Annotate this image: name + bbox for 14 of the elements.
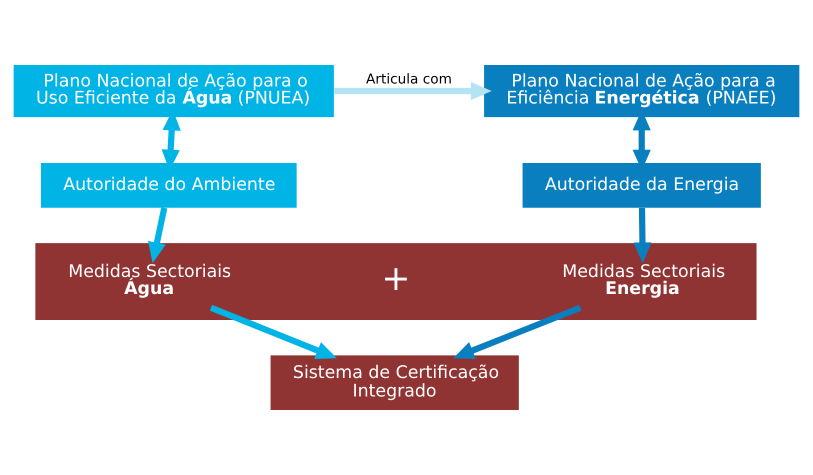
node-box: Autoridade do Ambiente [40,163,297,208]
node-text: Medidas Sectoriais Água [68,262,232,300]
arrow [453,304,582,360]
node-text: Medidas Sectoriais Energia [562,262,726,300]
node-box: Sistema de Certificação Integrado [270,355,519,410]
arrow [148,207,168,264]
arrow [210,304,337,359]
node-box: Plano Nacional de Ação para a Eficiência Energética (PNAEE) [484,64,800,118]
arrow [334,82,492,100]
node-box: Autoridade da Energia [522,163,761,208]
label: + [381,259,411,300]
node-box: Plano Nacional de Ação para o Uso Eficiente da Água (PNUEA) [14,64,334,118]
arrow [633,208,652,264]
edge-label: Articula com [366,71,452,88]
